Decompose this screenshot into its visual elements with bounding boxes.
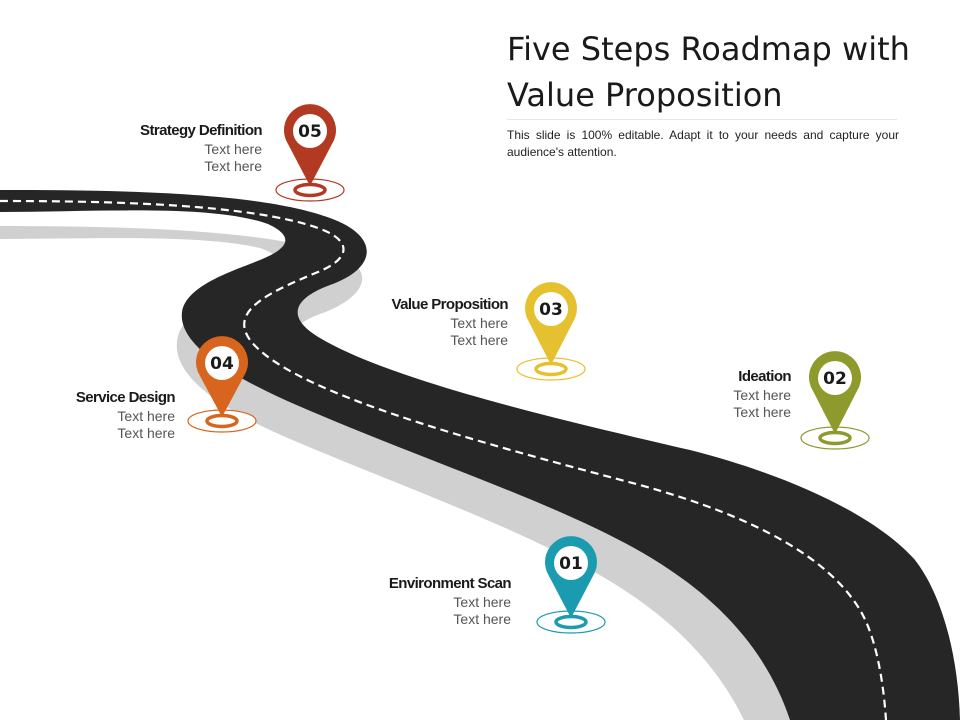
- step-number: 01: [559, 554, 583, 574]
- step-number: 02: [823, 369, 847, 389]
- pin-inner-circle: [818, 361, 852, 395]
- pin-inner-circle: [554, 546, 588, 580]
- step-02-label: Ideation Text here Text here: [630, 367, 791, 421]
- step-03-label: Value Proposition Text here Text here: [290, 295, 509, 349]
- step-02-text-2: Text here: [733, 404, 791, 420]
- pin-02: 02: [800, 351, 870, 450]
- pin-inner-circle: [293, 114, 327, 148]
- step-03-name: Value Proposition: [391, 296, 509, 313]
- step-04-text-1: Text here: [117, 408, 175, 424]
- pin-05: 05: [275, 104, 345, 202]
- step-01-text-1: Text here: [453, 594, 511, 610]
- step-04-label: Service Design Text here Text here: [20, 388, 176, 442]
- title-divider: [507, 119, 897, 120]
- step-01-label: Environment Scan Text here Text here: [300, 574, 512, 628]
- pin-01: 01: [536, 536, 606, 634]
- step-05-label: Strategy Definition Text here Text here: [40, 121, 263, 175]
- road-center-line: [0, 199, 888, 720]
- step-03-text-1: Text here: [450, 315, 508, 331]
- step-05-name: Strategy Definition: [140, 122, 263, 139]
- pin-inner-circle: [534, 292, 568, 326]
- description: This slide is 100% editable. Adapt it to…: [507, 128, 899, 159]
- step-03-text-2: Text here: [450, 332, 508, 348]
- step-number: 04: [210, 354, 234, 374]
- step-01-text-2: Text here: [453, 611, 511, 627]
- step-02-text-1: Text here: [733, 387, 791, 403]
- step-02-name: Ideation: [738, 368, 791, 385]
- pin-03: 03: [516, 282, 586, 381]
- page-title: Five Steps Roadmap with Value Propositio…: [507, 30, 910, 114]
- pin-inner-circle: [205, 346, 239, 380]
- road: [0, 190, 960, 720]
- step-04-text-2: Text here: [117, 425, 175, 441]
- step-01-name: Environment Scan: [388, 575, 512, 592]
- step-number: 03: [539, 300, 563, 320]
- pin-04: 04: [187, 336, 257, 433]
- step-04-name: Service Design: [75, 389, 176, 406]
- step-05-text-2: Text here: [204, 158, 262, 174]
- step-number: 05: [298, 122, 322, 142]
- step-05-text-1: Text here: [204, 141, 262, 157]
